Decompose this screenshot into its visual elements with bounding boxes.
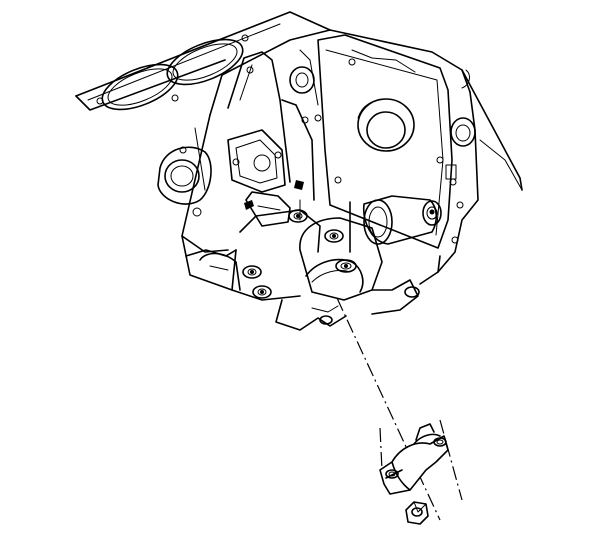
engine-block-body xyxy=(181,29,523,291)
cylinder-head-deck xyxy=(75,11,331,111)
oil-filter-pad xyxy=(227,129,286,193)
main-bearing-caps xyxy=(185,191,441,331)
shading-accents xyxy=(244,180,435,294)
crankshaft-snout xyxy=(349,195,442,253)
bearing-cap-exploded xyxy=(379,419,463,501)
block-left-ribs xyxy=(227,49,322,221)
bearing-cap-nut xyxy=(405,501,429,525)
coolant-port-flange xyxy=(157,146,212,217)
front-cover-plate xyxy=(317,34,476,249)
assembly-centerline xyxy=(336,297,441,521)
